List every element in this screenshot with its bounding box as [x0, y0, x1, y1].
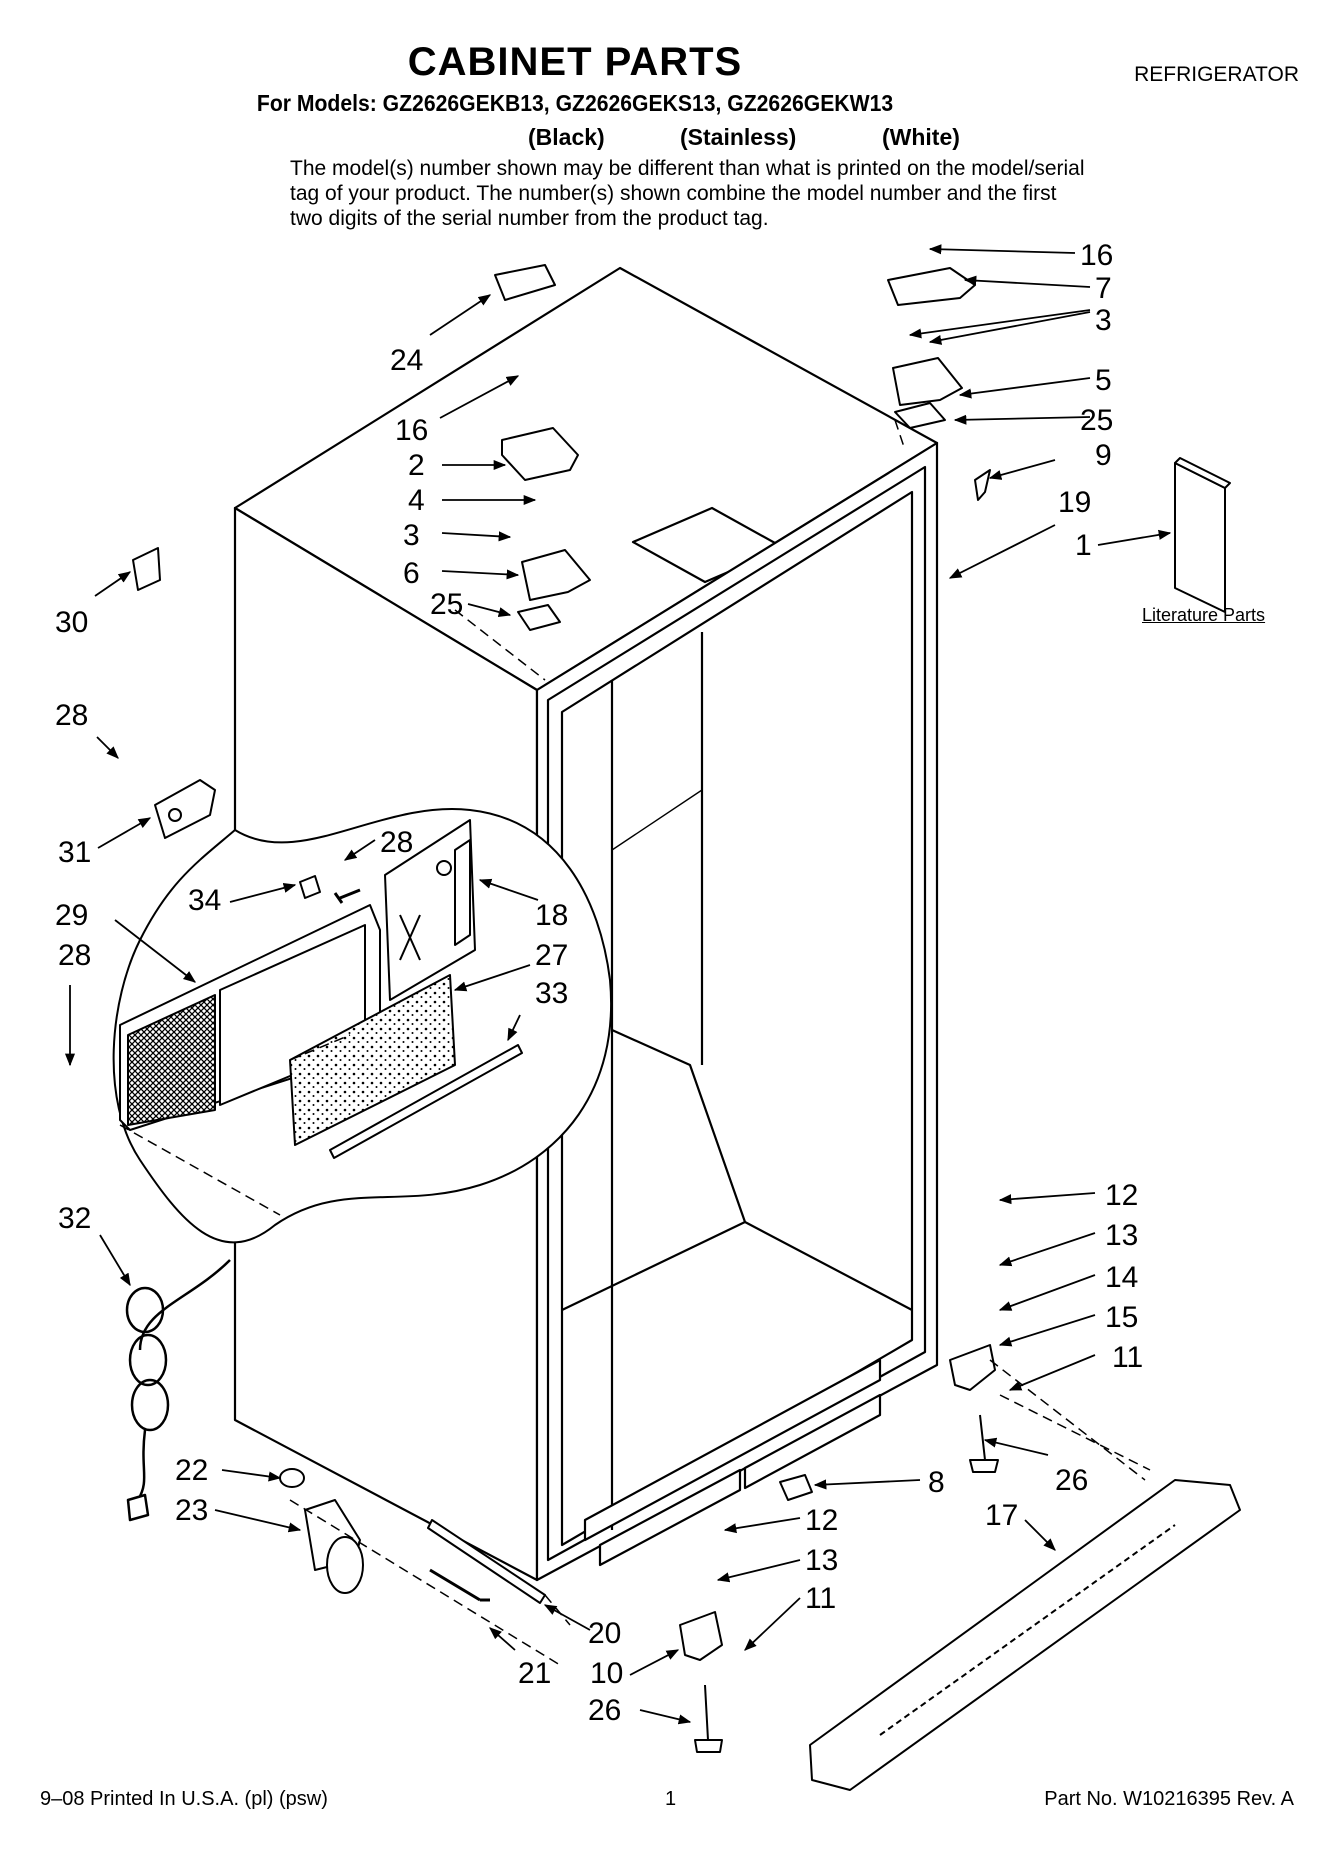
leveler-left [694, 1684, 723, 1753]
bolt-21 [429, 1568, 490, 1602]
callout-12-left: 12 [805, 1504, 838, 1537]
callout-13-left: 13 [805, 1544, 838, 1577]
top-hinge-left [521, 549, 591, 601]
callout-18: 18 [535, 899, 568, 932]
clamp-31 [154, 779, 216, 839]
callout-28-mid: 28 [380, 826, 413, 859]
callout-30: 30 [55, 606, 88, 639]
print-info: 9–08 Printed In U.S.A. (pl) (psw) [40, 1788, 328, 1810]
callout-26-right: 26 [1055, 1464, 1088, 1497]
document-type: REFRIGERATOR [1134, 63, 1299, 86]
seal-strip [329, 1044, 523, 1159]
leader-lines [64, 244, 1172, 1725]
callout-33: 33 [535, 977, 568, 1010]
callout-27: 27 [535, 939, 568, 972]
literature-parts-label: Literature Parts [1142, 605, 1266, 625]
callout-23: 23 [175, 1494, 208, 1527]
top-hinge-cover-right [887, 267, 976, 306]
clip-30 [132, 547, 161, 591]
callout-11-left: 11 [805, 1582, 836, 1615]
callout-13-right: 13 [1105, 1219, 1138, 1252]
callout-3-left: 3 [403, 519, 420, 552]
top-hinge-cover-left [501, 427, 579, 481]
callout-1: 1 [1075, 529, 1092, 562]
variant-white: (White) [882, 124, 960, 150]
callout-19: 19 [1058, 486, 1091, 519]
variant-stainless: (Stainless) [680, 124, 797, 150]
roller-assembly [304, 1499, 364, 1594]
callout-5: 5 [1095, 364, 1112, 397]
callout-10: 10 [590, 1657, 623, 1690]
callout-16-left: 16 [395, 414, 428, 447]
wire-bracket-24 [494, 264, 556, 301]
callout-15: 15 [1105, 1301, 1138, 1334]
callout-14: 14 [1105, 1261, 1138, 1294]
callout-34: 34 [188, 884, 221, 917]
callout-9: 9 [1095, 439, 1112, 472]
callout-25-right: 25 [1080, 404, 1113, 437]
hinge-shim-right [894, 402, 946, 429]
power-cord [125, 1259, 231, 1522]
callout-6: 6 [403, 557, 420, 590]
bottom-hinge-right [949, 1344, 996, 1391]
callout-20: 20 [588, 1617, 621, 1650]
callout-16-right: 16 [1080, 239, 1113, 272]
callout-31: 31 [58, 836, 91, 869]
door-stop-9 [974, 469, 991, 501]
page-number: 1 [665, 1788, 677, 1810]
callout-4: 4 [408, 484, 425, 517]
callout-2: 2 [408, 449, 425, 482]
page-title: CABINET PARTS [407, 40, 743, 84]
callout-12-right: 12 [1105, 1179, 1138, 1212]
cabinet [233, 266, 939, 1582]
callout-labels: 16 7 3 5 25 9 19 1 24 16 2 4 3 6 25 30 2… [55, 239, 1143, 1727]
callout-25-left: 25 [430, 588, 463, 621]
callout-22: 22 [175, 1454, 208, 1487]
callout-28-left: 28 [58, 939, 91, 972]
callout-3-right: 3 [1095, 304, 1112, 337]
alignment-lines [119, 419, 1151, 1666]
foot-pad-22 [279, 1468, 305, 1488]
callout-29: 29 [55, 899, 88, 932]
callout-26-left: 26 [588, 1694, 621, 1727]
callout-17: 17 [985, 1499, 1018, 1532]
plug-8 [779, 1474, 813, 1501]
filter-pad [289, 974, 456, 1146]
callout-28-top: 28 [55, 699, 88, 732]
model-note: The model(s) number shown may be differe… [290, 157, 1085, 230]
callout-7: 7 [1095, 272, 1112, 305]
bottom-hinge-left [679, 1611, 723, 1661]
callout-8: 8 [928, 1466, 945, 1499]
part-number: Part No. W10216395 Rev. A [1044, 1788, 1294, 1810]
toe-grille [809, 1479, 1241, 1791]
wire-clip [299, 875, 321, 899]
callout-24: 24 [390, 344, 423, 377]
callout-21: 21 [518, 1657, 551, 1690]
top-hinge-right [892, 357, 963, 406]
hinge-shim-left [517, 604, 561, 631]
screw-28b [333, 888, 361, 904]
callout-32: 32 [58, 1202, 91, 1235]
drain-bracket [384, 819, 476, 1001]
callout-11-right: 11 [1112, 1341, 1143, 1374]
model-numbers: For Models: GZ2626GEKB13, GZ2626GEKS13, … [256, 90, 894, 116]
leveler-right [969, 1414, 999, 1473]
axle-rod [427, 1519, 546, 1604]
variant-black: (Black) [528, 124, 605, 150]
